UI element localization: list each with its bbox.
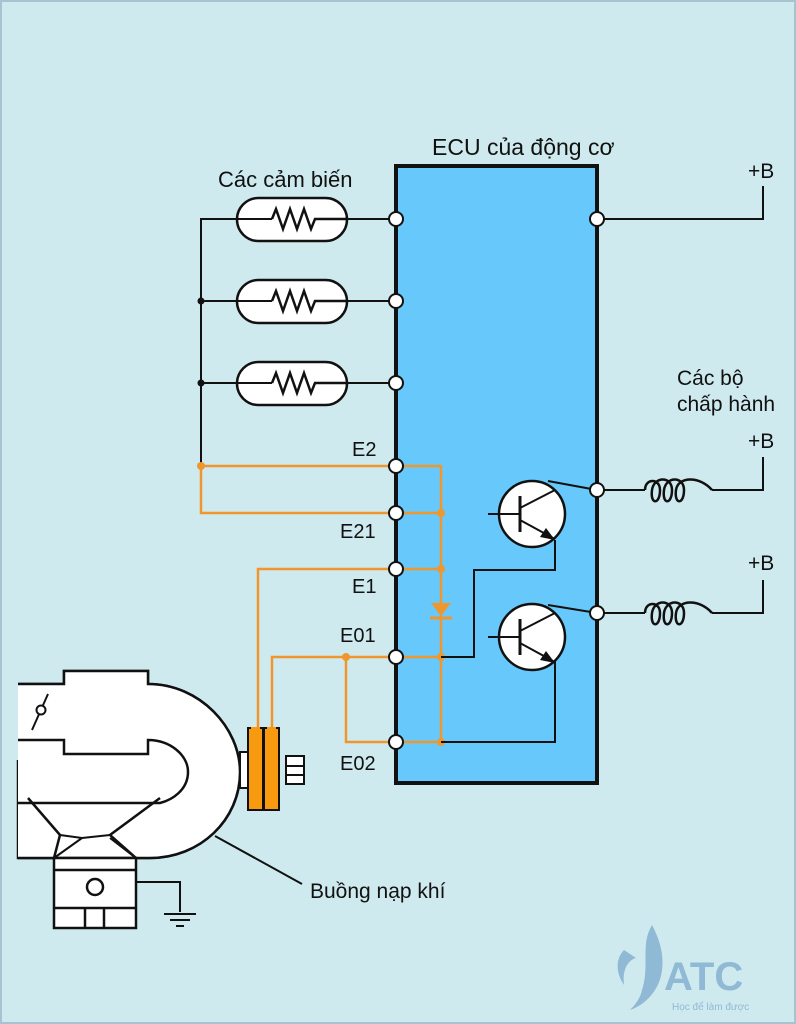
flame-logo-icon (617, 925, 663, 1010)
ecu-box (394, 164, 599, 785)
resistor-icon (270, 369, 347, 397)
terminal-e2 (388, 458, 404, 474)
resistor-icon (270, 205, 347, 233)
ground-icon (136, 881, 196, 927)
sensor-2 (201, 278, 396, 325)
junction-dot (342, 653, 350, 661)
coil-icon (643, 478, 713, 503)
junction-dot (197, 462, 205, 470)
transistor-wires (441, 480, 598, 743)
transistor-2 (488, 602, 567, 672)
terminal-e21 (388, 505, 404, 521)
leader-line (214, 835, 303, 885)
terminal-e1 (388, 561, 404, 577)
sensor-1 (201, 196, 396, 243)
resistor-icon (270, 287, 347, 315)
terminal-label-e01: E01 (340, 625, 376, 647)
ground-connector (239, 727, 305, 811)
ground-wires (199, 464, 443, 744)
terminal-sensor-1 (388, 211, 404, 227)
power-label-act1: +B (748, 430, 774, 453)
intake-chamber-label: Buồng nạp khí (310, 880, 446, 903)
sensors-label: Các cảm biến (218, 167, 353, 192)
terminal-b (589, 211, 605, 227)
terminal-e02 (388, 734, 404, 750)
watermark-brand: ATC (664, 955, 743, 999)
sensor-3 (201, 360, 396, 407)
terminal-label-e2: E2 (352, 439, 376, 461)
actuators-label-line1: Các bộ (677, 367, 744, 390)
coil-icon (643, 601, 713, 626)
terminal-label-e1: E1 (352, 576, 376, 598)
terminal-label-e02: E02 (340, 753, 376, 775)
junction-dot (437, 565, 445, 573)
ecu-title: ECU của động cơ (432, 134, 615, 160)
transistor-1 (488, 479, 567, 549)
power-wire-top (597, 186, 764, 220)
watermark-logo: ATC Học để làm được (617, 925, 749, 1013)
terminal-sensor-3 (388, 375, 404, 391)
ecu-terminals (388, 211, 605, 750)
power-label-act2: +B (748, 552, 774, 575)
terminal-e01 (388, 649, 404, 665)
terminal-sensor-2 (388, 293, 404, 309)
terminal-act-2 (589, 605, 605, 621)
actuator-2 (597, 580, 764, 626)
power-label-top: +B (748, 160, 774, 183)
terminal-act-1 (589, 482, 605, 498)
engine-intake-drawing (16, 669, 242, 930)
sensor-common-wire (200, 218, 238, 466)
watermark-slogan: Học để làm được (672, 1001, 749, 1013)
terminal-label-e21: E21 (340, 521, 376, 543)
actuator-1 (597, 457, 764, 503)
actuators-label-line2: chấp hành (677, 393, 775, 416)
diode-icon (430, 603, 452, 620)
junction-dot (437, 509, 445, 517)
